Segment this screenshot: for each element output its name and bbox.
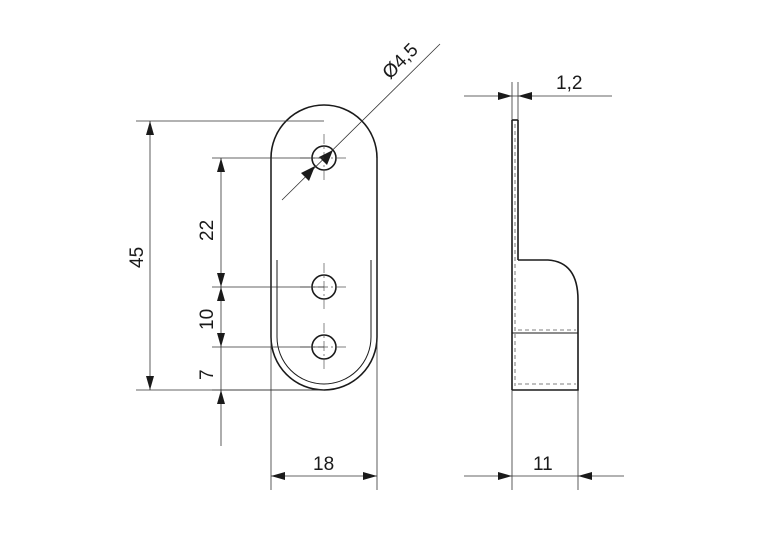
u-bend-inner-outline xyxy=(276,260,372,385)
hole-spacing-top-label: 22 xyxy=(197,220,218,241)
dim-hole-spacing-lower: 10 xyxy=(197,287,324,348)
dim-bottom-offset: 7 xyxy=(197,347,324,446)
thickness-label: 1,2 xyxy=(556,73,582,94)
hole-diameter-label: Ø4,5 xyxy=(379,40,423,84)
bottom-offset-label: 7 xyxy=(197,369,218,380)
dim-width: 18 xyxy=(270,158,378,490)
dim-thickness: 1,2 xyxy=(464,73,612,120)
total-height-label: 45 xyxy=(127,247,148,268)
side-view xyxy=(511,119,579,391)
depth-label: 11 xyxy=(533,454,553,475)
dim-depth: 11 xyxy=(464,390,624,490)
width-label: 18 xyxy=(313,454,334,475)
dim-total-height: 45 xyxy=(127,120,324,391)
hole-spacing-lower-label: 10 xyxy=(197,309,218,330)
dim-hole-spacing-top: 22 xyxy=(197,157,324,288)
